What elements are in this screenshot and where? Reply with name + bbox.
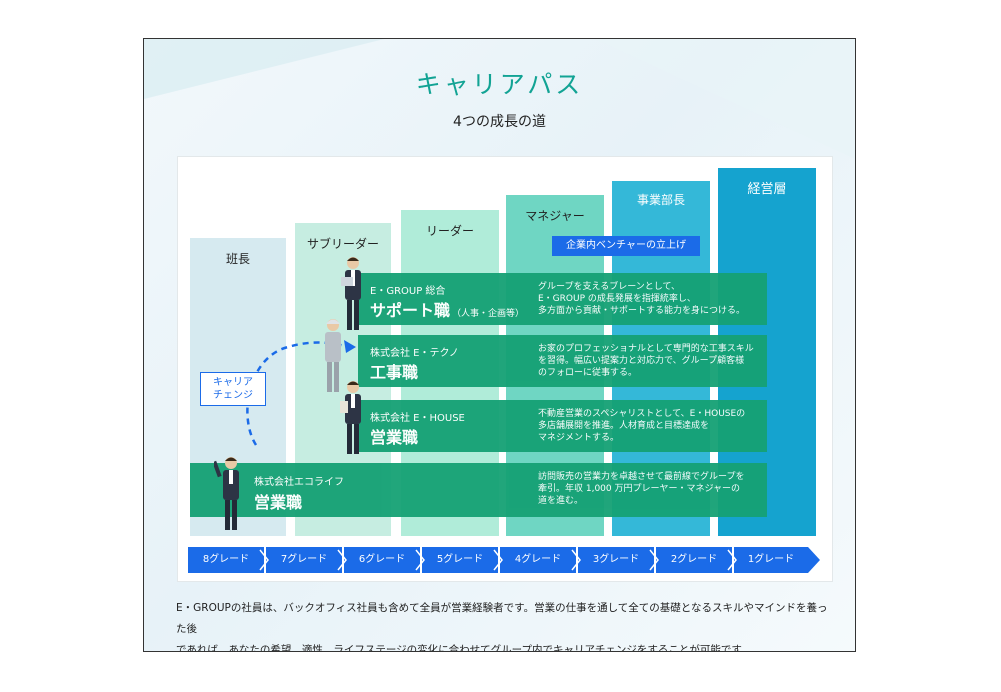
grade-3: 3グレード: [578, 547, 654, 573]
desc-line: 訪問販売の営業力を卓越させて最前線でグループを: [538, 472, 745, 482]
career-change-label: キャリア チェンジ: [200, 372, 266, 406]
grade-7: 7グレード: [266, 547, 342, 573]
career-band-realestate-sales: 株式会社 E・HOUSE 営業職 不動産営業のスペシャリストとして、E・HOUS…: [358, 400, 767, 452]
band-job: サポート職（人事・企画等）: [370, 297, 524, 321]
grade-1: 1グレード: [734, 547, 808, 573]
band-job-title: サポート職: [370, 301, 451, 320]
desc-line: 牽引。年収 1,000 万円プレーヤー・マネジャーの: [538, 484, 741, 494]
grade-separators: [259, 549, 737, 571]
desc-line: 道を進む。: [538, 496, 584, 506]
career-change-line: チェンジ: [213, 390, 253, 401]
desc-line: グループを支えるブレーンとして、: [538, 282, 681, 292]
band-description: 不動産営業のスペシャリストとして、E・HOUSEの 多店舗展開を推進。人材育成と…: [538, 408, 745, 444]
band-job-note: （人事・企画等）: [452, 309, 525, 319]
band-job-title: 営業職: [370, 428, 419, 447]
career-band-ecolife-sales: 株式会社エコライフ 営業職 訪問販売の営業力を卓越させて最前線でグループを 牽引…: [190, 463, 767, 517]
grade-arrow-tip: [808, 547, 820, 573]
grade-bar: 8グレード 7グレード 6グレード 5グレード 4グレード 3グレード 2グレー…: [188, 547, 820, 573]
band-description: グループを支えるブレーンとして、 E・GROUP の成長発展を指揮統率し、 多方…: [538, 281, 745, 317]
career-band-support: E・GROUP 総合 サポート職（人事・企画等） グループを支えるブレーンとして…: [358, 273, 767, 325]
desc-line: 多方面から貢献・サポートする能力を身につける。: [538, 306, 746, 316]
grade-2: 2グレード: [656, 547, 732, 573]
caption-line: であれば、あなたの希望、適性、ライフステージの変化に合わせてグループ内でキャリア…: [176, 644, 752, 652]
grade-5: 5グレード: [422, 547, 498, 573]
column-label: サブリーダー: [306, 237, 379, 251]
grade-8: 8グレード: [188, 547, 264, 573]
page-title: キャリアパス: [415, 70, 584, 99]
career-band-construction: 株式会社 E・テクノ 工事職 お家のプロフェッショナルとして専門的な工事スキル …: [358, 335, 767, 387]
career-change-line: キャリア: [213, 377, 253, 388]
page-subtitle: 4つの成長の道: [453, 114, 546, 130]
column-label: 事業部長: [636, 193, 685, 207]
band-company: 株式会社エコライフ: [254, 477, 344, 488]
band-description: 訪問販売の営業力を卓越させて最前線でグループを 牽引。年収 1,000 万円プレ…: [538, 471, 744, 507]
band-company: 株式会社 E・テクノ: [370, 348, 459, 359]
band-description: お家のプロフェッショナルとして専門的な工事スキル を習得。幅広い提案力と対応力で…: [538, 343, 754, 379]
content-frame: キャリアパス 4つの成長の道 班長 サブリーダー リーダー マネジャー 事業部長…: [143, 38, 856, 652]
band-job-title: 営業職: [254, 493, 303, 512]
column-label: マネジャー: [525, 209, 585, 223]
desc-line: のフォローに従事する。: [538, 368, 638, 378]
desc-line: 不動産営業のスペシャリストとして、E・HOUSEの: [538, 409, 746, 419]
description-text: E・GROUPの社員は、バックオフィス社員も含めて全員が営業経験者です。営業の仕…: [176, 598, 836, 652]
decor-shape: [144, 39, 384, 99]
businessman-figure-folder: [340, 381, 361, 454]
band-company: E・GROUP 総合: [370, 286, 446, 297]
businessman-figure-waving: [214, 457, 239, 530]
column-label: 班長: [225, 252, 250, 266]
grade-4: 4グレード: [500, 547, 576, 573]
venture-badge: 企業内ベンチャーの立上げ: [552, 236, 700, 256]
column-label: 経営層: [747, 182, 787, 197]
businessman-figure-tablet: [341, 257, 361, 330]
desc-line: E・GROUP の成長発展を指揮統率し、: [538, 294, 696, 304]
caption-line: E・GROUPの社員は、バックオフィス社員も含めて全員が営業経験者です。営業の仕…: [176, 602, 828, 635]
worker-figure-helmet: [325, 319, 341, 392]
grade-6: 6グレード: [344, 547, 420, 573]
desc-line: を習得。幅広い提案力と対応力で、グループ顧客様: [538, 356, 745, 366]
band-company: 株式会社 E・HOUSE: [370, 413, 465, 424]
desc-line: マネジメントする。: [538, 433, 620, 443]
band-job-title: 工事職: [370, 363, 419, 382]
desc-line: お家のプロフェッショナルとして専門的な工事スキル: [538, 344, 754, 354]
decor-shape: [595, 39, 855, 159]
desc-line: 多店舗展開を推進。人材育成と目標達成を: [538, 421, 710, 431]
column-label: リーダー: [425, 224, 474, 238]
career-path-diagram: 班長 サブリーダー リーダー マネジャー 事業部長 経営層 企業内ベンチャーの立…: [177, 156, 833, 582]
